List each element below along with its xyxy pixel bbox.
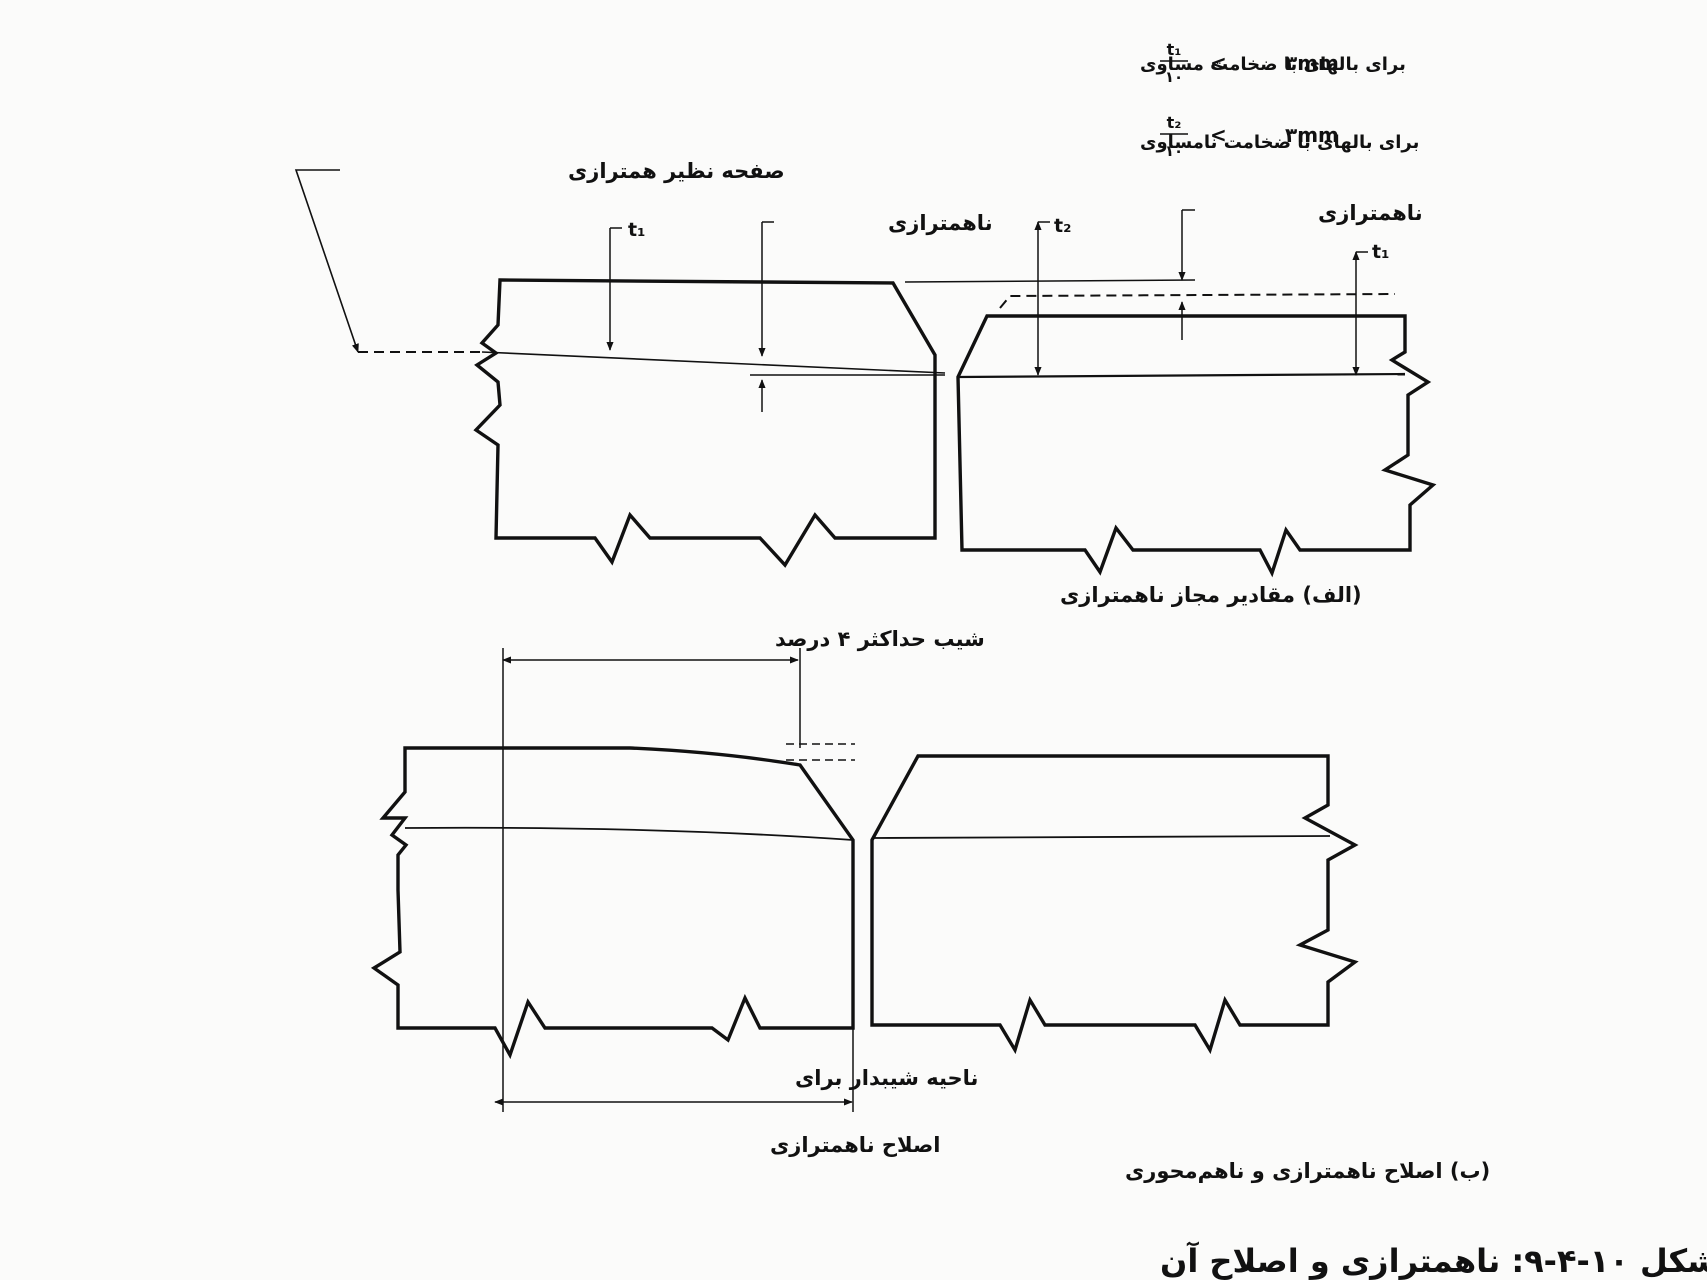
formula-equal-relation: < <box>1210 51 1227 75</box>
left-misalignment-label: ناهمترازی <box>888 211 993 235</box>
right-misalignment-label: ناهمترازی <box>1318 201 1423 225</box>
formula-unequal-thickness: ۳mm < t₂ ۱۰ برای بالهای با ضخامت نامساوی <box>1140 113 1419 160</box>
part-a-diagram: صفحه نظیر همترازی t₁ ناهمترازی t₂ ناهمتر… <box>294 159 1437 607</box>
slope-label: شیب حداکثر ۴ درصد <box>775 627 985 651</box>
alignment-extension-line <box>904 279 1196 283</box>
reference-plane-label: صفحه نظیر همترازی <box>568 159 785 183</box>
right-t1-label: t₁ <box>1372 241 1389 263</box>
left-plate-outline <box>473 278 937 568</box>
formula-equal-thickness: ۳mm < t₁ ۱۰ برای بالهای با ضخامت مساوی <box>1140 40 1406 86</box>
sloped-zone-label-line2: اصلاح ناهمترازی <box>770 1133 940 1157</box>
right-plate-b-outline <box>870 754 1359 1055</box>
right-plate-b-midline <box>871 835 1331 839</box>
formula-unequal-denominator: ۱۰ <box>1165 142 1183 160</box>
formula-unequal-label: برای بالهای با ضخامت نامساوی <box>1140 132 1419 153</box>
formula-equal-limit: ۳mm <box>1285 51 1339 75</box>
formula-equal-denominator: ۱۰ <box>1165 68 1183 86</box>
figure-title: شکل ۱۰-۴-۹: ناهمترازی و اصلاح آن <box>1160 1241 1707 1280</box>
part-a-caption: (الف) مقادیر مجاز ناهمترازی <box>1060 583 1362 607</box>
slope-reference-dashes <box>786 743 855 761</box>
part-b-diagram: شیب حداکثر ۴ درصد ناحیه شیبدار برای اصلا… <box>370 627 1490 1183</box>
left-plate-b-outline <box>370 746 855 1060</box>
left-plate-midline <box>481 351 946 374</box>
right-plate-outline <box>956 314 1437 578</box>
formula-equal-label: برای بالهای با ضخامت مساوی <box>1140 54 1406 75</box>
right-t2-label: t₂ <box>1054 215 1071 237</box>
part-b-caption: (ب) اصلاح ناهمترازی و ناهم‌محوری <box>1125 1159 1490 1183</box>
sloped-zone-label-line1: ناحیه شیبدار برای <box>795 1066 978 1090</box>
formula-unequal-limit: ۳mm <box>1285 123 1339 147</box>
reference-plane-leader <box>294 169 359 353</box>
left-t1-label: t₁ <box>628 219 645 241</box>
formula-equal-numerator: t₁ <box>1167 40 1182 59</box>
right-plate-midline <box>957 372 1406 379</box>
formula-unequal-relation: < <box>1210 123 1227 147</box>
right-dashed-reference <box>999 293 1396 309</box>
formula-unequal-numerator: t₂ <box>1167 113 1182 132</box>
left-plate-b-midline <box>404 826 854 841</box>
